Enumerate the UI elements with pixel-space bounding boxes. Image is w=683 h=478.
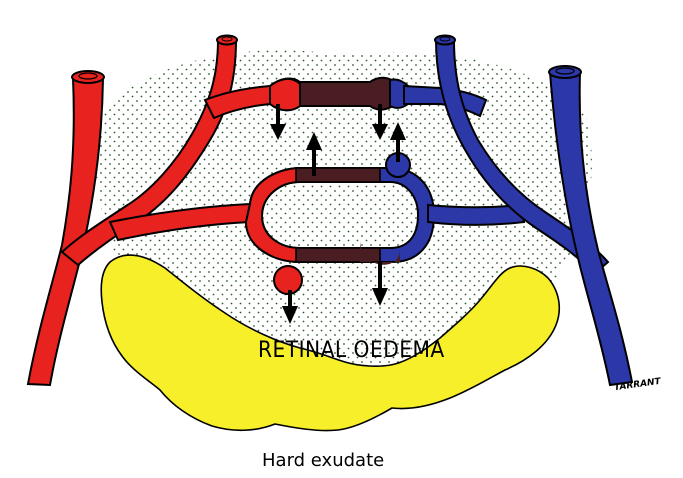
vein-capillary-lower — [427, 203, 526, 226]
artery-branch-upper — [60, 39, 238, 267]
retinal-oedema-label: RETINAL OEDEMA — [258, 338, 445, 363]
hard-exudate-label: Hard exudate — [262, 450, 385, 471]
leak-arrow-icon — [270, 104, 406, 324]
hard-exudate-region — [100, 254, 561, 432]
microaneurysm-lower-left — [273, 265, 303, 295]
artery-left-trunk — [26, 77, 105, 387]
vein-right-trunk — [548, 71, 634, 387]
